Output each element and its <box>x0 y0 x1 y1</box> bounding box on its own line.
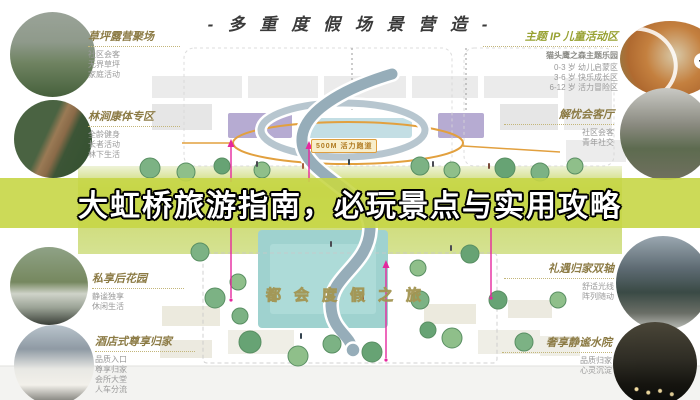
photo-forest-fitness <box>14 100 92 178</box>
plus-icon: + <box>694 53 700 69</box>
callout-line: 6-12 岁 活力冒险区 <box>549 83 618 92</box>
ground-band <box>0 365 700 400</box>
callout-line: 休闲生活 <box>92 302 124 311</box>
callout-line: 长者活动 <box>88 140 120 149</box>
callout-line: 品质入口 <box>95 355 127 364</box>
photo-hotel-entry <box>14 325 94 400</box>
callout-lawn-camp: 草坪露营聚场 社区会客 无界草坪 家庭活动 <box>88 28 180 80</box>
callout-private-garden: 私享后花园 静谧独享 休闲生活 <box>92 270 184 312</box>
callout-line: 阵列随动 <box>582 292 614 301</box>
trees <box>139 156 584 367</box>
callout-line: 家庭活动 <box>88 70 120 79</box>
photo-lawn-camp <box>10 12 95 97</box>
callout-line: 青年社交 <box>582 138 614 147</box>
photo-private-garden <box>10 247 88 325</box>
callout-line: 0-3 岁 幼儿启蒙区 <box>553 63 618 72</box>
callout-line: 静谧独享 <box>92 292 124 301</box>
callout-line: 无界草坪 <box>88 60 120 69</box>
photo-kids-playground: + <box>620 21 700 97</box>
callout-title: 奢享静谧水院 <box>502 334 612 353</box>
callout-title: 私享后花园 <box>92 270 184 289</box>
callout-line: 3-6 岁 快乐成长区 <box>553 73 618 82</box>
callout-title: 林涧康体专区 <box>88 108 180 127</box>
photo-homecoming-axis <box>616 236 700 330</box>
callout-lounge: 解忧会客厅 社区会客 青年社交 <box>504 106 614 148</box>
callout-line: 尊享归家 <box>95 365 127 374</box>
headline-text: 大虹桥旅游指南，必玩景点与实用攻略 <box>78 190 622 223</box>
callout-homecoming-axis: 礼遇归家双轴 舒适光线 阵列随动 <box>504 260 614 302</box>
callout-kids-zone: 主题 IP 儿童活动区 猫头鹰之森主题乐园 0-3 岁 幼儿启蒙区 3-6 岁 … <box>483 28 618 93</box>
callout-title: 解忧会客厅 <box>504 106 614 125</box>
callout-title: 主题 IP 儿童活动区 <box>483 28 618 47</box>
guide-lines <box>351 48 467 112</box>
journey-route-label: 都会度假之旅 <box>265 287 434 305</box>
callout-line: 品质归家 <box>580 356 612 365</box>
people-figures <box>256 159 490 339</box>
callout-line: 社区会客 <box>88 50 120 59</box>
page-title: - 多 重 度 假 场 景 营 造 - <box>207 15 493 34</box>
callout-hotel-homecoming: 酒店式尊享归家 品质入口 尊享归家 会所大堂 人车分流 <box>95 333 195 395</box>
callout-forest-fitness: 林涧康体专区 全龄健身 长者活动 林下生活 <box>88 108 180 160</box>
callout-line: 林下生活 <box>88 150 120 159</box>
headline-banner: 大虹桥旅游指南，必玩景点与实用攻略 <box>0 178 700 228</box>
callout-line: 社区会客 <box>582 128 614 137</box>
callout-line: 会所大堂 <box>95 375 127 384</box>
callout-line: 全龄健身 <box>88 130 120 139</box>
callout-subtitle: 猫头鹰之森主题乐园 <box>546 51 618 60</box>
callout-line: 心灵沉淀 <box>580 366 612 375</box>
photo-night-water-court <box>613 322 697 400</box>
running-loop-label: 500M 活力跑道 <box>311 139 378 153</box>
callout-title: 草坪露营聚场 <box>88 28 180 47</box>
callout-line: 舒适光线 <box>582 282 614 291</box>
callout-title: 酒店式尊享归家 <box>95 333 195 352</box>
photo-lounge-courtyard <box>620 88 700 180</box>
callout-line: 人车分流 <box>95 385 127 394</box>
callout-title: 礼遇归家双轴 <box>504 260 614 279</box>
callout-water-court: 奢享静谧水院 品质归家 心灵沉淀 <box>502 334 612 376</box>
measure-lines <box>227 139 493 362</box>
